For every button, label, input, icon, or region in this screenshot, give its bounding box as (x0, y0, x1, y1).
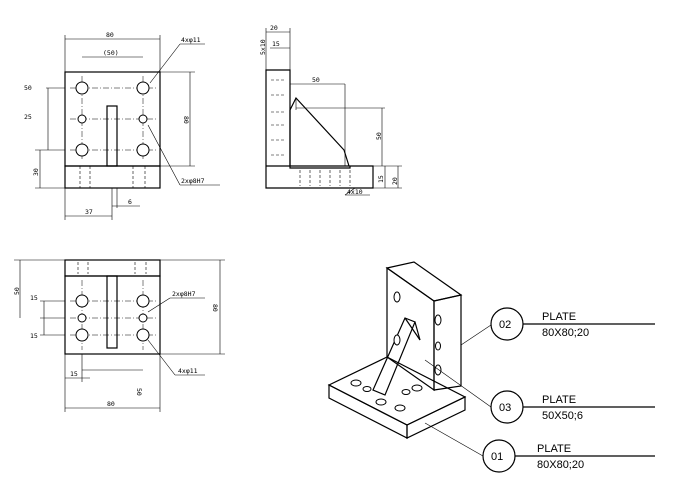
iso-base-front (328, 384, 408, 439)
front-holes-callout: 4xφ11 (181, 36, 201, 44)
side-view: 20 15 5x10 50 50 15 20 4x10 (259, 24, 402, 196)
bottom-view: 50 15 15 2xφ8H7 80 15 50 4xφ11 80 (13, 259, 225, 412)
part-size: 80X80;20 (537, 459, 584, 471)
bottom-hole (75, 328, 89, 342)
front-dim-30: 30 (32, 168, 40, 176)
bottom-dim-50: 50 (13, 287, 21, 295)
side-outline (265, 69, 374, 189)
bottom-dim-50-v: 50 (135, 388, 143, 396)
part-balloon-01: 01 PLATE 80X80;20 (424, 422, 655, 473)
iso-hole (393, 291, 401, 303)
bottom-dim-15b: 15 (30, 332, 38, 340)
iso-hole (434, 314, 442, 326)
iso-hole (393, 334, 401, 346)
balloon-number: 01 (491, 451, 503, 463)
front-hole (136, 81, 150, 95)
bottom-dim-15a: 15 (30, 294, 38, 302)
isometric-view (327, 261, 467, 439)
side-dim-20: 20 (270, 24, 278, 32)
front-pin-callout: 2xφ8H7 (181, 177, 205, 185)
front-hole (136, 143, 150, 157)
part-size: 80X80;20 (542, 327, 589, 339)
part-balloon-02: 02 PLATE 80X80;20 (460, 307, 655, 346)
bottom-dim-15c: 15 (70, 370, 78, 378)
iso-hole (401, 389, 411, 395)
iso-base-side (406, 396, 466, 439)
front-view: 80 (50) 4xφ11 50 25 30 80 2xφ8H7 37 6 (24, 31, 220, 220)
iso-hole (362, 386, 372, 392)
front-dim-25: 25 (24, 113, 32, 121)
front-hole-spacing-label: (50) (103, 49, 119, 57)
bottom-holes-callout: 4xφ11 (178, 367, 198, 375)
part-name: PLATE (542, 394, 576, 406)
balloon-number: 03 (499, 402, 511, 414)
front-dim-6: 6 (128, 198, 132, 206)
side-chamfer-bottom: 4x10 (347, 188, 363, 196)
front-height-label: 80 (182, 116, 190, 124)
front-pin-hole (77, 114, 87, 124)
side-dim-15: 15 (272, 40, 280, 48)
bottom-hole (136, 294, 150, 308)
side-dim-15-right: 15 (377, 175, 385, 183)
iso-hole (435, 341, 441, 351)
iso-hole (375, 398, 387, 406)
bottom-pin-hole (138, 313, 148, 323)
front-hole (75, 81, 89, 95)
part-balloon-03: 03 PLATE 50X50;6 (424, 359, 655, 424)
iso-hole (434, 364, 442, 376)
side-dim-50-vertical: 50 (375, 132, 383, 140)
bottom-pin-callout: 2xφ8H7 (172, 290, 196, 298)
part-name: PLATE (537, 443, 571, 455)
side-chamfer-top: 5x10 (259, 39, 267, 55)
front-base-outline (64, 165, 161, 189)
bottom-width-label: 80 (107, 400, 115, 408)
front-hole (75, 143, 89, 157)
iso-hole (394, 404, 406, 412)
part-name: PLATE (542, 311, 576, 323)
bottom-gusset-slot (106, 275, 118, 349)
bottom-hole (136, 328, 150, 342)
iso-gusset (372, 317, 416, 396)
part-size: 50X50;6 (542, 410, 583, 422)
side-dim-20-right: 20 (391, 177, 399, 185)
side-gusset (289, 96, 350, 167)
front-dim-50: 50 (24, 84, 32, 92)
bottom-hole (75, 294, 89, 308)
side-dim-50: 50 (312, 76, 320, 84)
front-gusset-slot (106, 105, 118, 167)
bottom-height-label: 80 (211, 304, 219, 312)
bottom-pin-hole (77, 313, 87, 323)
front-pin-hole (138, 114, 148, 124)
balloon-number: 02 (499, 319, 511, 331)
front-width-label: 80 (106, 31, 114, 39)
front-dim-37: 37 (85, 208, 93, 216)
iso-hole (350, 379, 362, 387)
iso-hole (411, 384, 423, 392)
